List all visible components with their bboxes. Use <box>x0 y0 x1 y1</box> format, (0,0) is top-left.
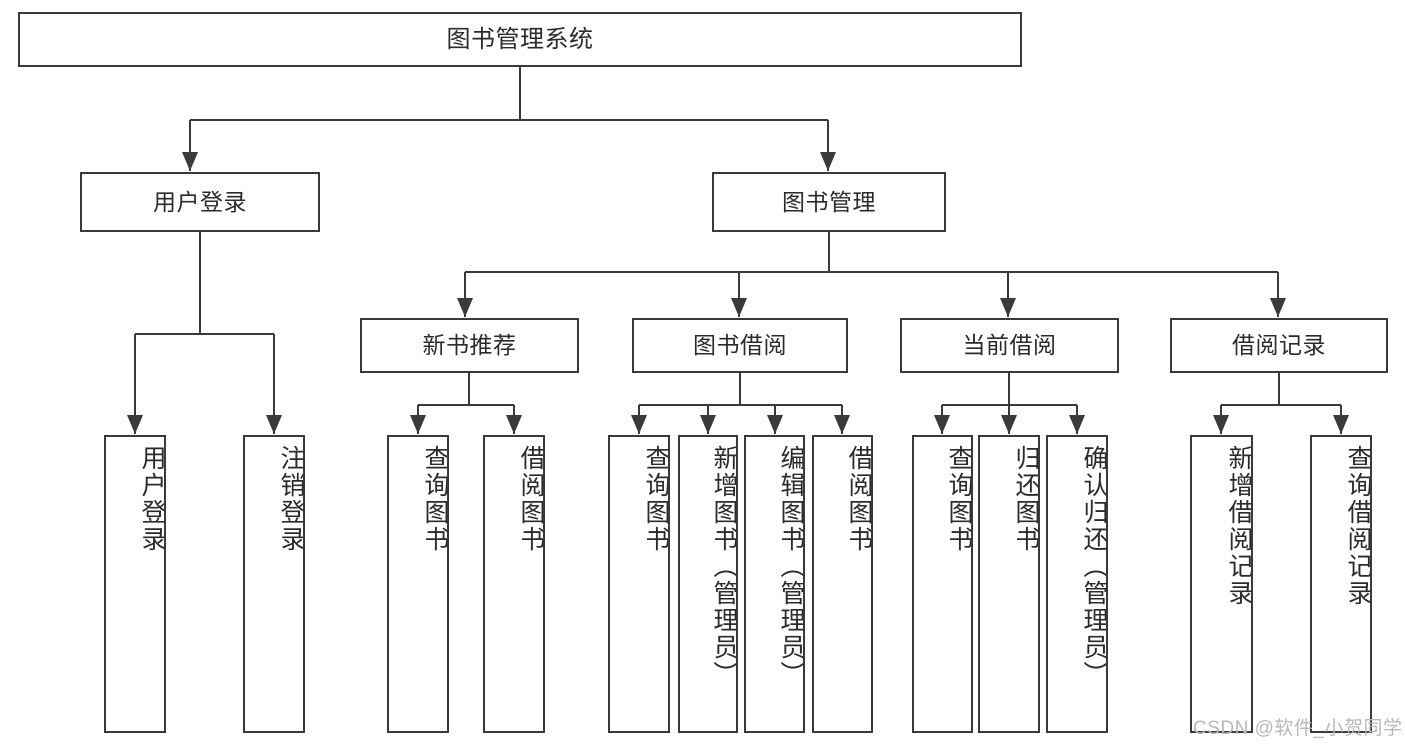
arrow-head-icon <box>506 415 522 434</box>
arrow-head-icon <box>1069 415 1085 434</box>
arrow-head-icon <box>1001 415 1017 434</box>
node-label: 查询图书 <box>945 445 973 553</box>
node-label: 借阅记录 <box>1232 332 1326 359</box>
node-book-manage[interactable]: 图书管理 <box>712 172 946 232</box>
node-label: 注销登录 <box>277 445 305 553</box>
node-new-book-recommend[interactable]: 新书推荐 <box>360 318 579 373</box>
arrow-head-icon <box>410 415 426 434</box>
arrow-head-icon <box>767 415 783 434</box>
node-leaf-return-book[interactable]: 归还图书 <box>978 435 1040 733</box>
node-label: 编辑图书（管理员） <box>777 445 805 688</box>
node-label: 确认归还（管理员） <box>1080 445 1108 688</box>
arrow-head-icon <box>266 415 282 434</box>
node-leaf-query-borrow-record[interactable]: 查询借阅记录 <box>1310 435 1372 733</box>
node-leaf-add-book[interactable]: 新增图书（管理员） <box>678 435 738 733</box>
node-leaf-user-login[interactable]: 用户登录 <box>104 435 166 733</box>
arrow-head-icon <box>934 415 950 434</box>
arrow-head-icon <box>820 152 836 171</box>
node-label: 新增借阅记录 <box>1225 445 1253 607</box>
arrow-head-icon <box>700 415 716 434</box>
arrow-head-icon <box>1000 298 1016 317</box>
node-label: 用户登录 <box>138 445 166 553</box>
node-label: 用户登录 <box>153 188 247 215</box>
node-leaf-query-book-1[interactable]: 查询图书 <box>387 435 449 733</box>
node-leaf-query-book-3[interactable]: 查询图书 <box>912 435 973 733</box>
node-label: 查询图书 <box>421 445 449 553</box>
node-label: 图书借阅 <box>693 332 787 359</box>
arrow-head-icon <box>457 298 473 317</box>
arrow-head-icon <box>1213 415 1229 434</box>
node-root[interactable]: 图书管理系统 <box>18 12 1022 67</box>
node-label: 图书管理 <box>782 188 876 215</box>
arrow-head-icon <box>731 298 747 317</box>
arrow-head-icon <box>182 152 198 171</box>
arrow-head-icon <box>1333 415 1349 434</box>
node-leaf-confirm-return[interactable]: 确认归还（管理员） <box>1046 435 1108 733</box>
node-label: 图书管理系统 <box>446 25 594 53</box>
node-user-login[interactable]: 用户登录 <box>80 172 320 232</box>
node-label: 新书推荐 <box>422 332 517 359</box>
arrow-head-icon <box>631 415 647 434</box>
node-label: 查询图书 <box>642 445 670 553</box>
arrow-head-icon <box>834 415 850 434</box>
node-leaf-edit-book[interactable]: 编辑图书（管理员） <box>744 435 805 733</box>
node-label: 归还图书 <box>1012 445 1040 553</box>
node-leaf-add-borrow-record[interactable]: 新增借阅记录 <box>1190 435 1253 733</box>
node-label: 借阅图书 <box>845 445 873 553</box>
node-leaf-borrow-book-2[interactable]: 借阅图书 <box>812 435 873 733</box>
node-label: 借阅图书 <box>517 445 545 553</box>
node-leaf-borrow-book-1[interactable]: 借阅图书 <box>483 435 545 733</box>
node-leaf-logout[interactable]: 注销登录 <box>243 435 305 733</box>
arrow-head-icon <box>127 415 143 434</box>
node-book-borrow[interactable]: 图书借阅 <box>632 318 848 373</box>
node-leaf-query-book-2[interactable]: 查询图书 <box>608 435 670 733</box>
node-label: 查询借阅记录 <box>1344 445 1372 607</box>
node-borrow-record[interactable]: 借阅记录 <box>1170 318 1388 373</box>
node-label: 当前借阅 <box>962 332 1057 359</box>
arrow-head-icon <box>1270 298 1286 317</box>
node-label: 新增图书（管理员） <box>710 445 738 688</box>
node-current-borrow[interactable]: 当前借阅 <box>900 318 1119 373</box>
